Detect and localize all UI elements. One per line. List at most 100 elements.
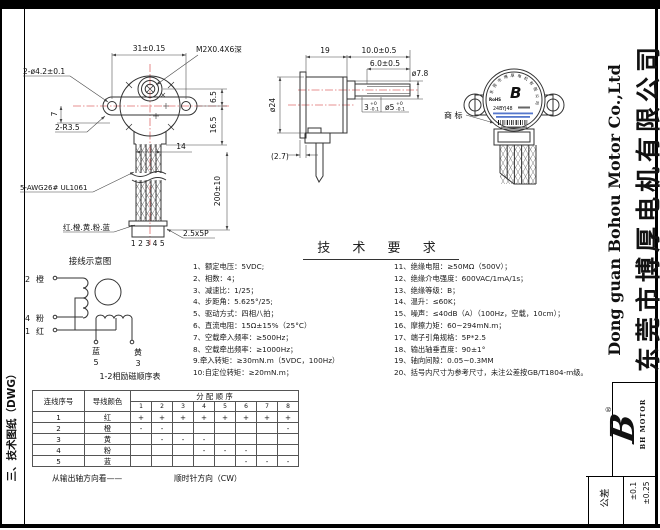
wire-no: 4 [32,444,85,456]
step-number: 3 [172,401,194,412]
dim-d5-tol-up: +0 [396,101,403,107]
seq-cell: + [151,411,173,423]
label-view-body [463,68,565,132]
seq-cell [235,422,257,434]
seq-cell [151,455,173,467]
terminal-color: 黄 [134,347,142,357]
seq-cell: - [256,455,278,467]
seq-cell [256,444,278,456]
col-header-sequence: 分 配 顺 序 [130,390,299,402]
dim-10: 10.0±0.5 [362,46,397,55]
wiring-labels: 2 橙 4 粉 1 红 蓝 5 黄 3 [25,274,142,368]
seq-cell: + [235,411,257,423]
dim-connector: 2.5x5P [183,229,209,238]
table-footer-view-direction: 从输出轴方向看—— [52,474,123,483]
seq-cell: + [256,411,278,423]
seq-cell [130,433,152,445]
wiring-circuit [52,275,135,345]
wire-no: 1 [32,411,85,423]
tech-item: 20、括号内尺寸为参考尺寸，未注公差按GB/T1804-m级。 [394,368,588,378]
left-strip-divider [24,9,25,524]
front-view-cable [128,144,168,238]
table-footer-rotation: 顺时针方向（CW） [174,474,242,483]
tech-item: 9.牵入转矩：≥30mN.m（5VDC，100Hz） [193,356,340,366]
table-row: 5 蓝 - - - [32,455,299,467]
col-header-wire-no: 连线序号 [32,390,85,412]
label-logo-glyph: B [510,84,521,102]
seq-cell: - [235,455,257,467]
logo-box-left [612,382,613,476]
dim-6: 6.0±0.5 [370,59,400,68]
wire-spec: 5-AWG26# UL1061 [20,184,87,192]
side-view-drawing: 19 10.0±0.5 6.0±0.5 ø7.8 ø24 (2.7) 3 +0 … [268,46,428,183]
frame-left-edge [0,9,2,524]
tech-requirements-left-column: 1、额定电压：5VDC; 2、相数：4； 3、减速比：1/25； 4、步距角：5… [193,261,339,379]
table-row: 4 粉 - - - [32,444,299,456]
tech-item: 17、端子引角规格：5P*2.5 [394,332,486,342]
tech-requirements-right-column: 11、绝缘电阻：≥50MΩ（500V）； 12、绝缘介电强度：600VAC/1m… [394,261,588,379]
tolerance-label: 公差 [600,488,611,508]
front-view-body [102,75,198,145]
wiring-diagram-title: 接线示意图 [68,257,112,267]
tech-item: 7、空载牵入频率：≥500Hz； [193,332,293,342]
seq-cell [214,422,236,434]
label-callout: 商 标 [444,110,495,124]
sequence-table-title: 1-2相励磁顺序表 [99,372,161,381]
step-number: 8 [277,401,299,412]
seq-cell [256,433,278,445]
tolerance-value-2: ±0.25 [642,481,651,505]
terminal-num: 4 [25,314,30,323]
terminal-num: 1 [25,327,30,336]
label-url-line [493,112,533,115]
dim-d5: ø5 [385,103,395,112]
tech-item: 19、轴向间隙：0.05~0.3MM [394,356,494,366]
wire-colors: 红.橙.黄.粉.蓝 [63,222,111,232]
table-row: 1 红 + + + + + + + + [32,411,299,423]
seq-cell [193,422,215,434]
tolerance-value-1: ±0.1 [629,481,638,501]
tech-item: 16、摩擦力矩：60~294mN.m； [394,320,506,330]
bh-motor-logo: B ® BH MOTOR [600,388,654,460]
frame-top-bar [0,0,660,9]
label-rohs-text: RoHS [489,97,501,102]
logo-b-glyph: B [602,410,642,446]
seq-cell [214,455,236,467]
wire-color: 蓝 [84,455,131,467]
dim-27: (2.7) [271,152,289,161]
tech-item: 1、额定电压：5VDC; [193,262,265,271]
wire-no: 5 [32,455,85,467]
wire-no: 3 [32,433,85,445]
seq-cell [130,455,152,467]
tech-item: 12、绝缘介电强度：600VAC/1mA/1s； [394,273,528,283]
tech-item: 11、绝缘电阻：≥50MΩ（500V）； [394,262,512,271]
company-name-en: Dong guan Bohou Motor Co.,Ltd [605,64,624,356]
logo-box-top [612,382,656,383]
seq-cell [214,433,236,445]
tech-item: 3、减速比：1/25； [193,285,258,295]
left-strip-section-label: 三、技术图纸（DWG） [6,368,18,482]
step-number: 5 [214,401,236,412]
seq-cell: - [151,433,173,445]
seq-cell: + [172,411,194,423]
label-model-text: 24BYJ48 [493,106,513,112]
dim-19: 19 [320,46,330,55]
terminal-color: 蓝 [92,346,100,356]
seq-cell: - [214,444,236,456]
seq-cell [172,455,194,467]
dim-14: 14 [176,142,186,151]
frame-right-edge [655,9,658,524]
step-number: 4 [193,401,215,412]
seq-cell: + [130,411,152,423]
wiring-diagram: 2 橙 4 粉 1 红 蓝 5 黄 3 [25,274,142,368]
tech-item: 4、步距角：5.625°/25; [193,297,273,307]
tech-item: 18、输出轴垂直度：90±1° [394,344,486,354]
seq-cell: + [277,411,299,423]
terminal-num: 2 [25,275,30,284]
seq-cell [130,444,152,456]
tech-item: 14、温升：≤60K； [394,297,460,307]
seq-cell [235,433,257,445]
step-number: 7 [256,401,278,412]
seq-cell [277,433,299,445]
titleblock-top [586,476,656,477]
